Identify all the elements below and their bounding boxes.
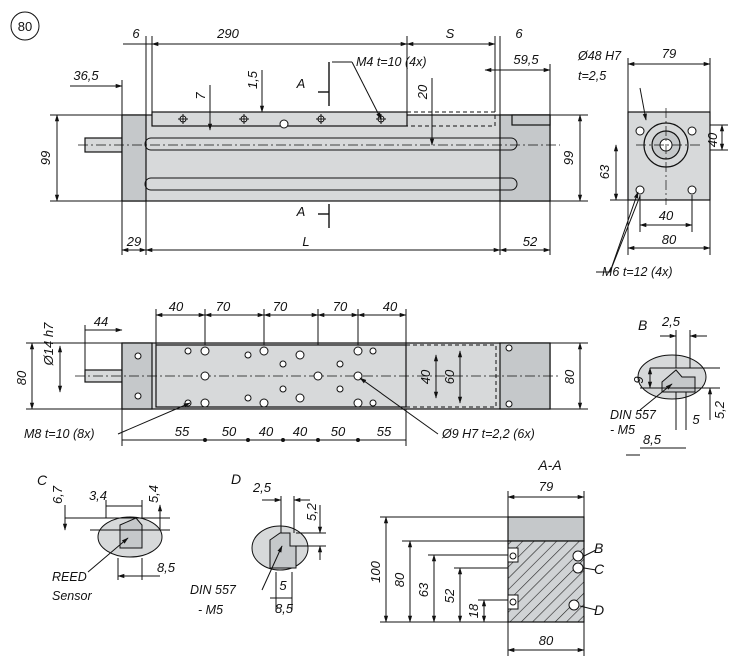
dim-t2-5: t=2,5 xyxy=(578,69,606,83)
detail-b: B 2,5 9 5 5,2 8,5 DIN 557 - M5 xyxy=(610,314,727,456)
marker-b: B xyxy=(594,540,603,556)
plan-holes xyxy=(134,344,513,408)
dim-aa-18: 18 xyxy=(466,603,481,618)
detail-b-callout-1: DIN 557 xyxy=(610,408,657,422)
dim-36-5: 36,5 xyxy=(73,68,99,83)
dim-c-3-4: 3,4 xyxy=(89,488,107,503)
figure-badge: 80 xyxy=(10,11,40,41)
side-view: 6 290 S 6 36,5 59,5 7 1,5 20 99 99 29 L … xyxy=(38,26,588,255)
dim-6-left: 6 xyxy=(132,26,140,41)
dim-d48: Ø48 H7 xyxy=(577,49,622,63)
detail-b-letter: B xyxy=(638,317,647,333)
section-a-bottom: A xyxy=(296,204,306,219)
dim-d14: Ø14 h7 xyxy=(41,322,56,366)
dim-50-a: 50 xyxy=(222,424,237,439)
detail-d: D 2,5 5,2 5 8,5 DIN 557 - M5 xyxy=(190,471,326,617)
plan-view: 40 70 70 70 40 55 50 40 40 50 55 44 Ø14 … xyxy=(14,299,588,446)
dim-c-6-7: 6,7 xyxy=(50,485,65,504)
dim-79: 79 xyxy=(662,46,676,61)
callout-m4: M4 t=10 (4x) xyxy=(356,55,427,69)
marker-c: C xyxy=(594,561,605,577)
dim-63: 63 xyxy=(597,164,612,179)
t-slot-upper xyxy=(144,137,518,151)
detail-c-callout-1: REED xyxy=(52,570,87,584)
dim-d-5: 5 xyxy=(279,578,287,593)
detail-d-letter: D xyxy=(231,471,241,487)
lube-nipple xyxy=(279,119,289,129)
detail-d-callout-1: DIN 557 xyxy=(190,583,237,597)
end-view: Ø48 H7 t=2,5 79 40 63 40 80 M6 t=12 (4x) xyxy=(577,46,728,279)
dim-b-5: 5 xyxy=(692,412,700,427)
dim-55-a: 55 xyxy=(175,424,190,439)
dim-1-5: 1,5 xyxy=(245,70,260,89)
dim-d-2-5: 2,5 xyxy=(252,480,272,495)
section-carriage xyxy=(507,516,585,542)
dim-44: 44 xyxy=(94,314,108,329)
bottom-dim-points xyxy=(203,438,360,442)
dim-80-left: 80 xyxy=(14,370,29,385)
dim-40-v: 40 xyxy=(705,132,720,147)
dim-6-right: 6 xyxy=(515,26,523,41)
dim-b-2-5: 2,5 xyxy=(661,314,681,329)
t-slot-lower xyxy=(144,177,518,191)
dim-aa-100: 100 xyxy=(368,560,383,582)
dim-50-b: 50 xyxy=(331,424,346,439)
end-cap-left xyxy=(121,114,147,202)
dim-99-right: 99 xyxy=(561,151,576,165)
callout-m8: M8 t=10 (8x) xyxy=(24,427,95,441)
detail-c-callout-2: Sensor xyxy=(52,589,92,603)
dim-c-8-5: 8,5 xyxy=(157,560,176,575)
dim-l: L xyxy=(302,234,309,249)
dim-40-c: 40 xyxy=(259,424,274,439)
section-aa-title: A-A xyxy=(537,457,561,473)
callout-d9: Ø9 H7 t=2,2 (6x) xyxy=(441,427,535,441)
dim-7: 7 xyxy=(193,92,208,100)
dim-c-5-4: 5,4 xyxy=(146,485,161,503)
dim-99-left: 99 xyxy=(38,151,53,165)
dim-52: 52 xyxy=(523,234,538,249)
section-a-top: A xyxy=(296,76,306,91)
dim-70-b: 70 xyxy=(273,299,288,314)
dim-55-b: 55 xyxy=(377,424,392,439)
detail-c: C 6,7 3,4 5,4 8,5 REED Sensor xyxy=(37,472,176,603)
dim-40-h: 40 xyxy=(659,208,674,223)
dim-b-9: 9 xyxy=(631,376,646,383)
section-aa: A-A 79 100 80 63 52 18 80 B C D xyxy=(368,457,605,656)
dim-d-5-2: 5,2 xyxy=(304,502,319,521)
detail-b-callout-2: - M5 xyxy=(610,423,635,437)
dim-80: 80 xyxy=(662,232,677,247)
dim-20: 20 xyxy=(415,84,430,100)
dim-b-8-5: 8,5 xyxy=(643,432,662,447)
m4-holes xyxy=(178,114,386,129)
profile-body xyxy=(121,114,551,202)
dim-aa-80: 80 xyxy=(392,572,407,587)
dim-aa-79: 79 xyxy=(539,479,553,494)
dim-aa-80-bottom: 80 xyxy=(539,633,554,648)
dim-40-d: 40 xyxy=(293,424,308,439)
dim-80-right: 80 xyxy=(562,369,577,384)
dim-60: 60 xyxy=(442,369,457,384)
dim-29: 29 xyxy=(126,234,141,249)
marker-d: D xyxy=(594,602,604,618)
carriage xyxy=(151,111,408,127)
end-cap-right xyxy=(499,114,551,202)
dim-40-a: 40 xyxy=(169,299,184,314)
dim-b-5-2: 5,2 xyxy=(712,400,727,419)
dim-d-8-5: 8,5 xyxy=(275,601,294,616)
detail-c-letter: C xyxy=(37,472,48,488)
dim-aa-63: 63 xyxy=(416,582,431,597)
dim-s: S xyxy=(446,26,455,41)
dim-290: 290 xyxy=(216,26,239,41)
dim-aa-52: 52 xyxy=(442,588,457,603)
detail-d-callout-2: - M5 xyxy=(198,603,223,617)
callout-m6: M6 t=12 (4x) xyxy=(602,265,673,279)
badge-number: 80 xyxy=(18,19,32,34)
carriage-travel-outline xyxy=(406,111,496,127)
dim-40-b: 40 xyxy=(383,299,398,314)
dim-70-a: 70 xyxy=(216,299,231,314)
dim-59-5: 59,5 xyxy=(513,52,539,67)
dim-70-c: 70 xyxy=(333,299,348,314)
dim-40-v: 40 xyxy=(418,369,433,384)
